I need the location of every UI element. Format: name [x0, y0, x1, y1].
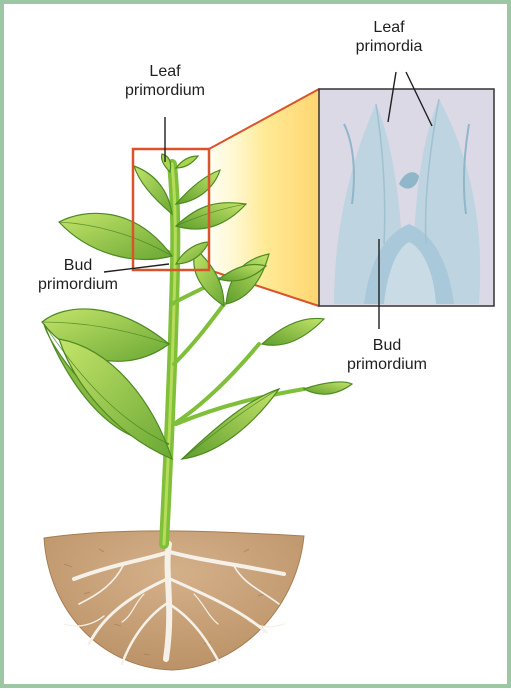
- label-bud-primordium-micrograph-line1: Bud: [322, 336, 452, 355]
- label-leaf-primordia-line1: Leaf: [334, 18, 444, 37]
- label-bud-primordium-micrograph: Bud primordium: [322, 336, 452, 374]
- label-leaf-primordia: Leaf primordia: [334, 18, 444, 56]
- label-bud-primordium-plant-line2: primordium: [18, 275, 138, 294]
- zoom-beam: [209, 89, 319, 306]
- label-bud-primordium-micrograph-line2: primordium: [322, 355, 452, 374]
- label-leaf-primordium-line1: Leaf: [100, 62, 230, 81]
- label-bud-primordium-plant: Bud primordium: [18, 256, 138, 294]
- label-bud-primordium-plant-line1: Bud: [18, 256, 138, 275]
- label-leaf-primordium: Leaf primordium: [100, 62, 230, 100]
- label-leaf-primordium-line2: primordium: [100, 81, 230, 100]
- micrograph: [319, 89, 494, 306]
- label-leaf-primordia-line2: primordia: [334, 37, 444, 56]
